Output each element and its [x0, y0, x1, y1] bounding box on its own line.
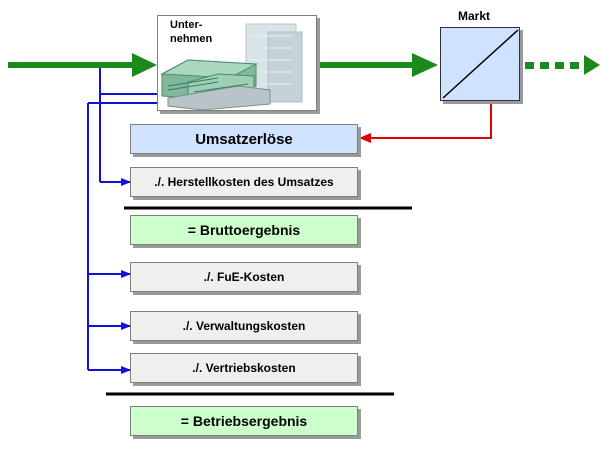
- revenue-return-arrow: [359, 88, 492, 143]
- gross-profit-row: = Bruttoergebnis: [130, 215, 358, 245]
- company-label-line1: Unter-: [170, 19, 203, 31]
- admin-cost-row: ./. Verwaltungskosten: [130, 311, 358, 341]
- market-box: [440, 27, 520, 101]
- company-to-market-arrow: [318, 53, 438, 77]
- sales-cost-row: ./. Vertriebskosten: [130, 353, 358, 383]
- input-flow-arrow: [8, 53, 157, 77]
- company-box: Unter- nehmen: [157, 15, 317, 111]
- market-output-dotted-arrow: [525, 55, 600, 75]
- cost-connector-lines: [87, 68, 172, 374]
- revenue-row: Umsatzerlöse: [130, 124, 358, 154]
- market-label: Markt: [458, 9, 491, 23]
- operating-result-row: = Betriebsergebnis: [130, 406, 358, 436]
- cogs-row: ./. Herstellkosten des Umsatzes: [130, 167, 358, 197]
- company-label-line2: nehmen: [170, 33, 213, 45]
- factory-building-icon: [160, 23, 303, 111]
- rnd-cost-row: ./. FuE-Kosten: [130, 262, 358, 292]
- market-diagonal-icon: [442, 29, 519, 99]
